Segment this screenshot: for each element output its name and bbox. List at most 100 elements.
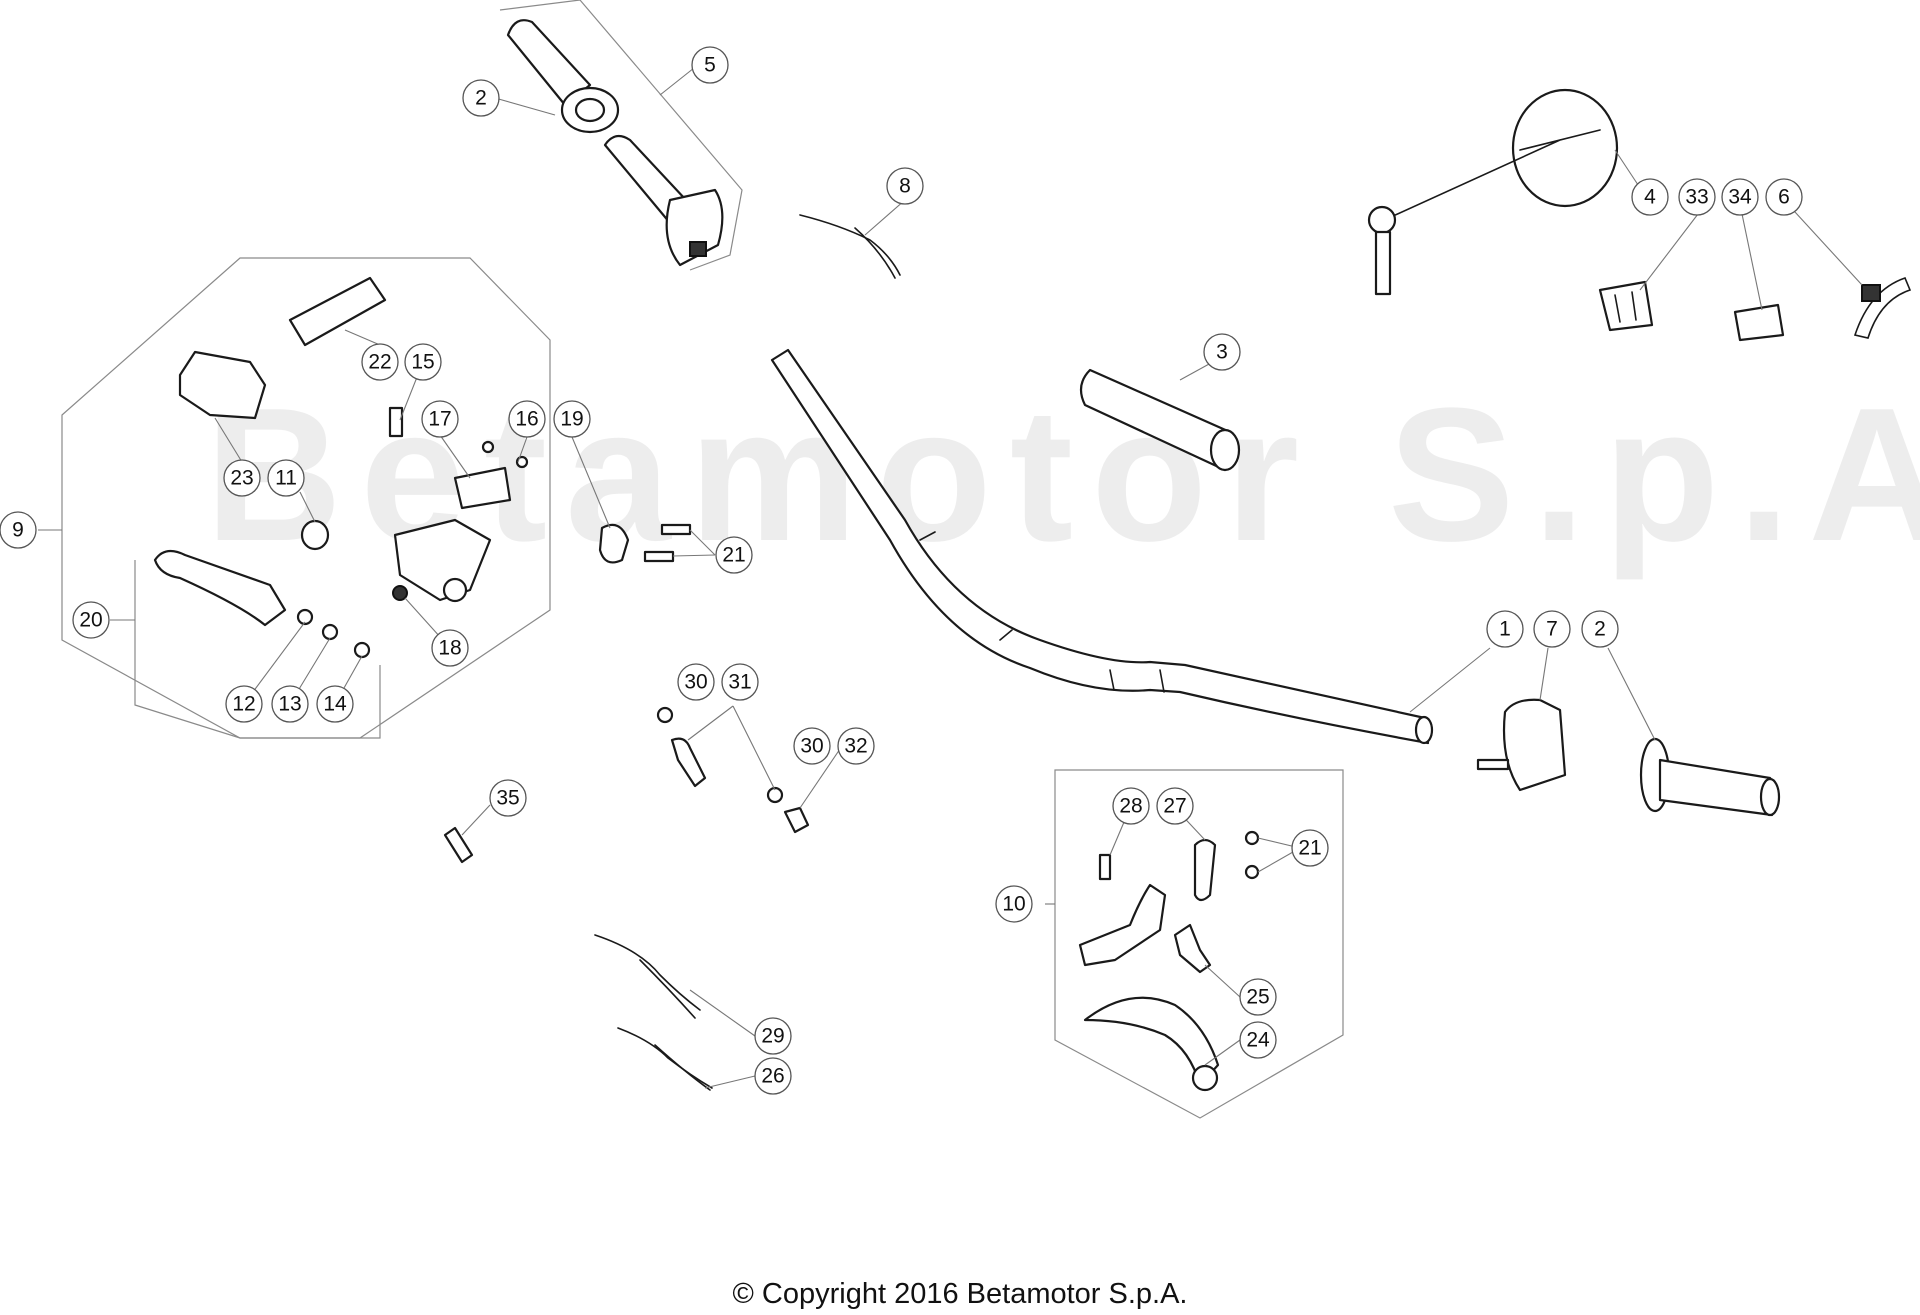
callout-35: 35 <box>489 779 527 817</box>
callout-5: 5 <box>691 46 729 84</box>
callout-29-label: 29 <box>761 1025 784 1048</box>
mirror-mount <box>1367 205 1397 235</box>
callout-26-label: 26 <box>761 1065 784 1088</box>
lever-20 <box>153 549 287 627</box>
strap-6 <box>1853 276 1912 339</box>
callout-30-lower: 30 <box>793 727 831 765</box>
callout-31-label: 31 <box>728 671 751 694</box>
callout-22-label: 22 <box>368 351 391 374</box>
guard-24-end <box>1191 1064 1219 1092</box>
grip-top-flange-inner <box>574 97 606 123</box>
mirror-bolt <box>1374 230 1392 296</box>
master-cylinder-port <box>442 577 468 603</box>
copyright-footer: © Copyright 2016 Betamotor S.p.A. <box>732 1278 1188 1310</box>
guard-24 <box>1083 996 1220 1087</box>
callout-1-label: 1 <box>1499 618 1511 641</box>
callout-34-label: 34 <box>1728 186 1752 209</box>
group-frame-5 <box>499 0 743 271</box>
clamp-27 <box>1193 838 1217 902</box>
callout-3: 3 <box>1203 333 1241 371</box>
banjo-31 <box>670 737 707 788</box>
callout-27: 27 <box>1156 787 1194 825</box>
callout-16: 16 <box>508 400 546 438</box>
throttle-cable <box>799 214 901 276</box>
bolt-21a <box>660 523 692 536</box>
master-cylinder <box>393 518 492 602</box>
callout-18-label: 18 <box>438 637 461 660</box>
lever-25 <box>1173 923 1212 974</box>
callout-26: 26 <box>754 1057 792 1095</box>
callout-11-label: 11 <box>275 467 297 490</box>
callout-4-label: 4 <box>1644 186 1656 209</box>
callout-21-right-label: 21 <box>1298 837 1321 860</box>
callout-11: 11 <box>267 459 305 497</box>
callout-12: 12 <box>225 685 263 723</box>
callout-28-label: 28 <box>1119 795 1142 818</box>
callout-24: 24 <box>1239 1021 1277 1059</box>
callout-28: 28 <box>1112 787 1150 825</box>
callout-29: 29 <box>754 1017 792 1055</box>
cable-29-sleeve <box>639 959 696 1019</box>
mirror-head <box>1511 88 1619 208</box>
group-frame-10 <box>1054 769 1344 1119</box>
callout-10-label: 10 <box>1002 893 1025 916</box>
callout-10: 10 <box>995 885 1033 923</box>
callout-22: 22 <box>361 343 399 381</box>
callout-35-label: 35 <box>496 787 519 810</box>
parts <box>153 19 1912 1092</box>
screw-16a <box>481 440 495 454</box>
callout-7: 7 <box>1533 610 1571 648</box>
screw-13 <box>321 623 339 641</box>
callouts: 1 2 2 3 4 5 6 7 8 9 10 11 12 13 14 15 16… <box>0 46 1803 1095</box>
callout-25-label: 25 <box>1246 986 1269 1009</box>
cable-26-sleeve <box>654 1044 711 1091</box>
callout-1: 1 <box>1486 610 1524 648</box>
callout-2-right: 2 <box>1581 610 1619 648</box>
bolt-21c <box>1244 830 1260 846</box>
screw-14 <box>353 641 371 659</box>
callout-12-label: 12 <box>232 693 255 716</box>
switch-housing <box>1502 698 1567 792</box>
callout-16-label: 16 <box>515 408 538 431</box>
switch-lever <box>1476 758 1510 771</box>
washer-12 <box>296 608 314 626</box>
callout-8: 8 <box>886 167 924 205</box>
callout-5-label: 5 <box>704 54 716 77</box>
nut-18 <box>392 585 408 601</box>
handlebar-pad-end <box>1209 428 1241 472</box>
grip-top <box>506 19 592 107</box>
banjo-bolt-32 <box>783 806 810 834</box>
mirror-stem <box>1379 129 1601 223</box>
screw-28 <box>1098 853 1112 881</box>
callout-2-top: 2 <box>462 79 500 117</box>
callout-30-upper-label: 30 <box>684 671 707 694</box>
bleeder-35 <box>443 826 474 864</box>
callout-9: 9 <box>0 511 37 549</box>
callout-20-label: 20 <box>79 609 102 632</box>
callout-14: 14 <box>316 685 354 723</box>
callout-34: 34 <box>1721 178 1759 216</box>
callout-7-label: 7 <box>1546 618 1558 641</box>
callout-19-label: 19 <box>560 408 583 431</box>
callout-27-label: 27 <box>1163 795 1186 818</box>
callout-30-lower-label: 30 <box>800 735 823 758</box>
strap-6-buckle <box>1861 284 1881 302</box>
callout-31: 31 <box>721 663 759 701</box>
handlebar <box>770 348 1430 745</box>
clip-33 <box>1598 280 1654 332</box>
washer-30a <box>656 706 674 724</box>
bolt-21d <box>1244 864 1260 880</box>
callout-30-upper: 30 <box>677 663 715 701</box>
throttle-housing-detail <box>689 241 707 257</box>
cap-11 <box>300 519 330 551</box>
callout-14-label: 14 <box>323 693 347 716</box>
callout-13: 13 <box>271 685 309 723</box>
group-frames <box>61 0 1344 1119</box>
handlebar-marks <box>919 531 1165 693</box>
cable-29 <box>594 934 701 1011</box>
callout-32-label: 32 <box>844 735 867 758</box>
callout-33-label: 33 <box>1685 186 1708 209</box>
callout-20: 20 <box>72 601 110 639</box>
callout-17-label: 17 <box>428 408 451 431</box>
